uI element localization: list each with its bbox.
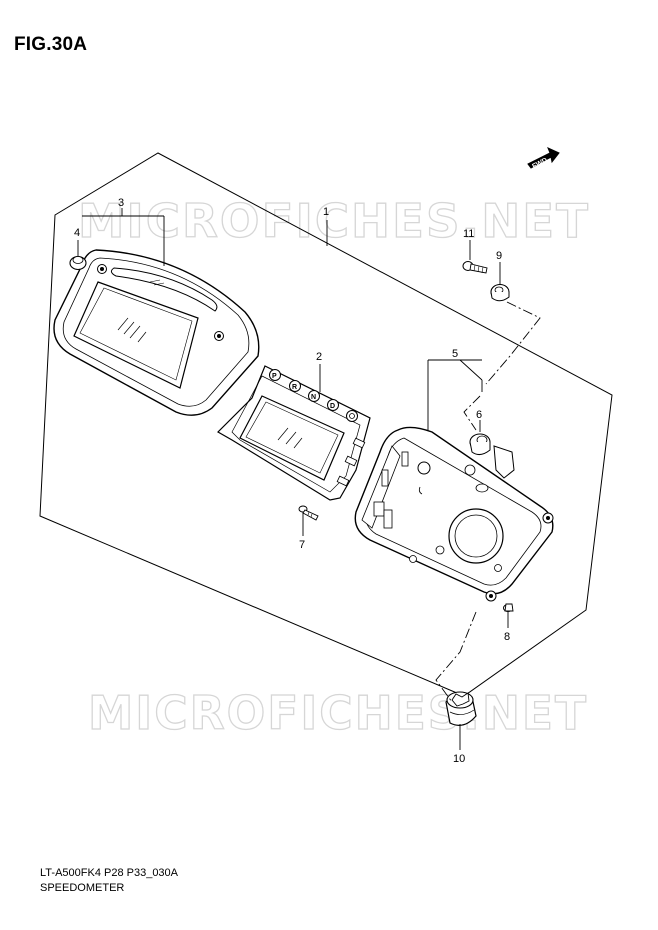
gear-letter-p: P <box>272 373 277 380</box>
callout-2: 2 <box>316 351 322 363</box>
gear-letter-d: D <box>330 403 335 410</box>
fwd-direction-arrow: FWD <box>527 147 560 171</box>
callout-8: 8 <box>504 631 510 643</box>
callout-5: 5 <box>452 348 458 360</box>
bolt-part-11 <box>462 261 488 274</box>
watermark-bottom: MICROFICHES.NET <box>88 686 588 740</box>
leader-lines <box>77 208 509 750</box>
callout-7: 7 <box>299 539 305 551</box>
callout-3: 3 <box>118 197 124 209</box>
watermark-top: MICROFICHES.NET <box>78 194 590 248</box>
fwd-label: FWD <box>531 157 548 170</box>
figure-footer: LT-A500FK4 P28 P33_030A SPEEDOMETER <box>40 866 178 896</box>
callout-11: 11 <box>463 228 474 240</box>
gear-letter-r: R <box>292 384 297 391</box>
grommet-part-6 <box>469 433 491 456</box>
figure-name: SPEEDOMETER <box>40 882 125 894</box>
outer-bezel-part <box>53 249 260 416</box>
rear-housing-part <box>354 426 554 602</box>
assembly-paths <box>435 301 541 703</box>
screw-part-8 <box>503 603 514 612</box>
callout-1: 1 <box>323 206 329 218</box>
bulb-socket-part-10 <box>445 691 477 726</box>
callout-9: 9 <box>496 250 502 262</box>
gear-indicator-row: P R N D <box>269 369 358 422</box>
screw-part-7 <box>298 505 319 521</box>
grommet-part-4 <box>69 255 87 271</box>
figure-code: LT-A500FK4 P28 P33_030A <box>40 867 179 879</box>
figure-title: FIG.30A <box>14 34 88 55</box>
display-panel-part: P R N D <box>217 365 371 501</box>
gear-letter-n: N <box>311 394 316 401</box>
callout-numbers: 1 2 3 4 5 6 7 8 9 10 11 <box>74 197 510 765</box>
callout-10: 10 <box>453 753 465 765</box>
grommet-part-9 <box>490 283 510 302</box>
callout-6: 6 <box>476 409 482 421</box>
callout-4: 4 <box>74 227 80 239</box>
